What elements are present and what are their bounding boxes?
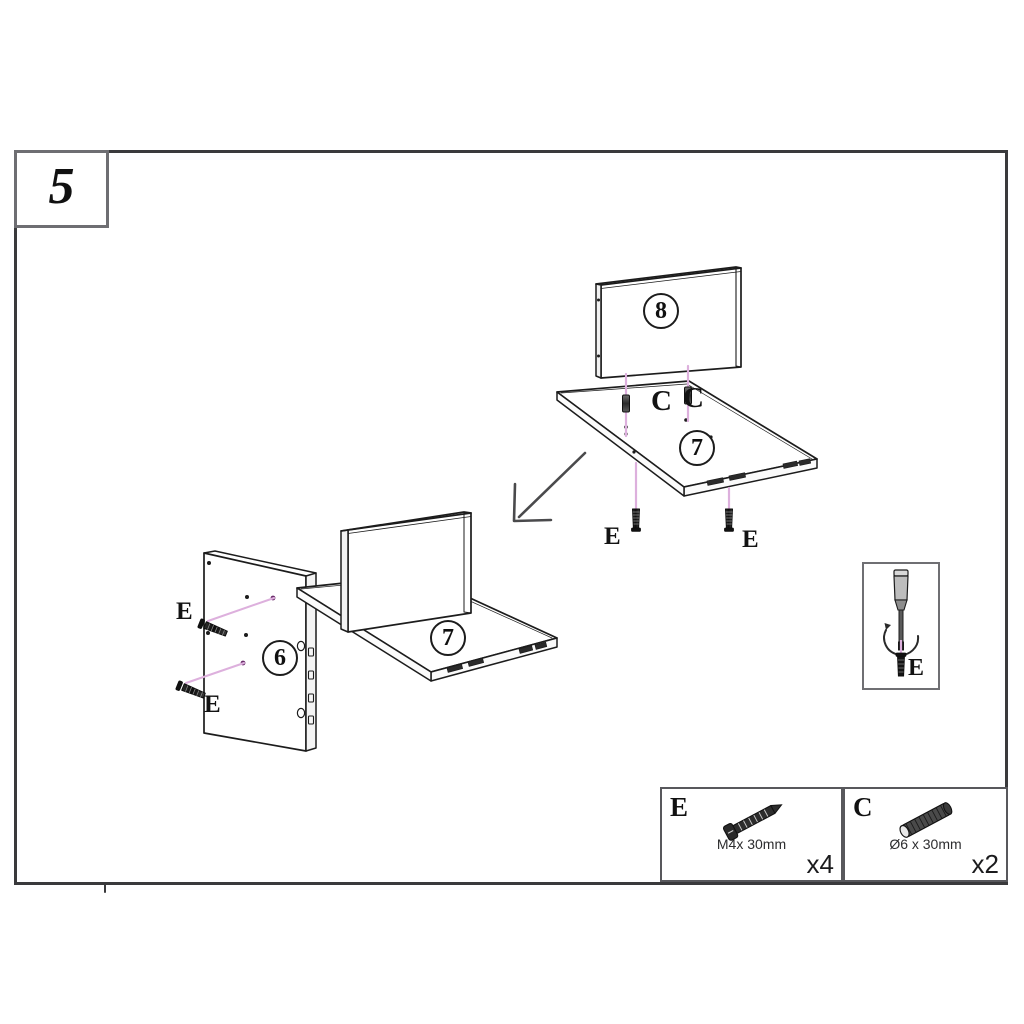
legend-spec-c: Ø6 x 30mm — [889, 836, 962, 852]
screw-label-lower-bottom: E — [204, 691, 221, 718]
dowel-label-left: C — [651, 385, 672, 417]
screwdriver-handle — [893, 575, 909, 601]
detail-screw — [897, 655, 905, 677]
rotation-arrow-head — [884, 623, 891, 630]
screwdriver-collar — [894, 599, 908, 611]
legend-item-c: C — [843, 787, 1008, 882]
part-number-7-upper: 7 — [679, 430, 715, 466]
screw-label-lower-top: E — [176, 598, 193, 625]
part-number-6: 6 — [262, 640, 298, 676]
screwdriver-handle-top — [893, 569, 909, 577]
part-number-8: 8 — [643, 293, 679, 329]
legend-item-e: E M4x 30mm — [660, 787, 843, 882]
detail-screw-head — [895, 652, 907, 657]
detail-callout-box — [862, 562, 940, 690]
legend-qty-e: x4 — [806, 849, 834, 879]
detail-fastener-label: E — [908, 655, 925, 681]
step-number: 5 — [48, 158, 75, 215]
legend-spec-e: M4x 30mm — [716, 836, 787, 852]
step-number-box: 5 — [14, 150, 109, 228]
legend-letter-c: C — [853, 792, 873, 822]
screw-label-upper-right: E — [742, 526, 759, 553]
part-number-7-lower: 7 — [430, 620, 466, 656]
legend-qty-c: x2 — [971, 849, 999, 879]
screw-label-upper-left: E — [604, 523, 621, 550]
legend-letter-e: E — [670, 792, 689, 822]
instruction-frame — [14, 150, 1008, 885]
dowel-label-right: C — [683, 382, 704, 414]
screw-icon — [722, 804, 783, 841]
screwdriver-detail-illustration — [883, 569, 920, 677]
parts-legend: E M4x 30mm — [660, 787, 1008, 882]
dowel-icon — [899, 802, 953, 838]
